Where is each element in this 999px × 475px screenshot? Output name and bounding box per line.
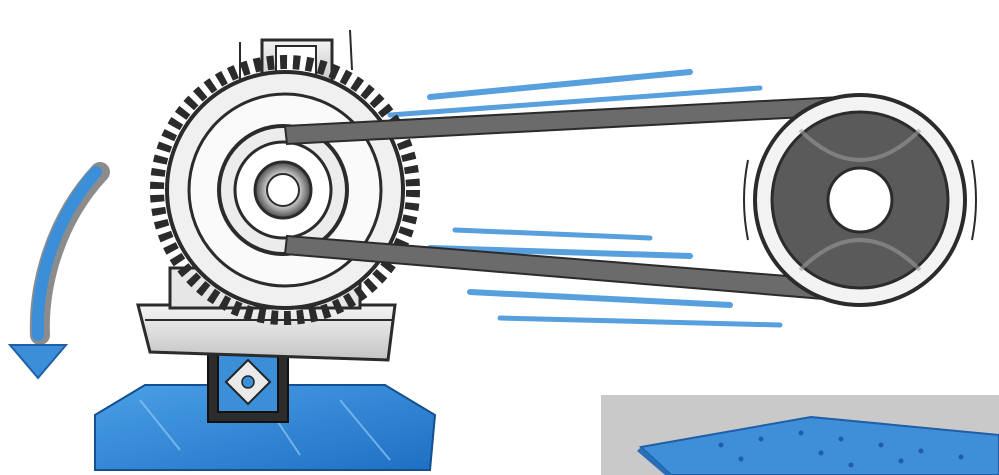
driven-pulley-icon	[744, 95, 976, 305]
plate-inset	[601, 395, 999, 475]
rotation-arrow-icon	[10, 172, 100, 378]
drive-pulley-icon	[219, 126, 347, 254]
plate-icon	[601, 395, 999, 475]
